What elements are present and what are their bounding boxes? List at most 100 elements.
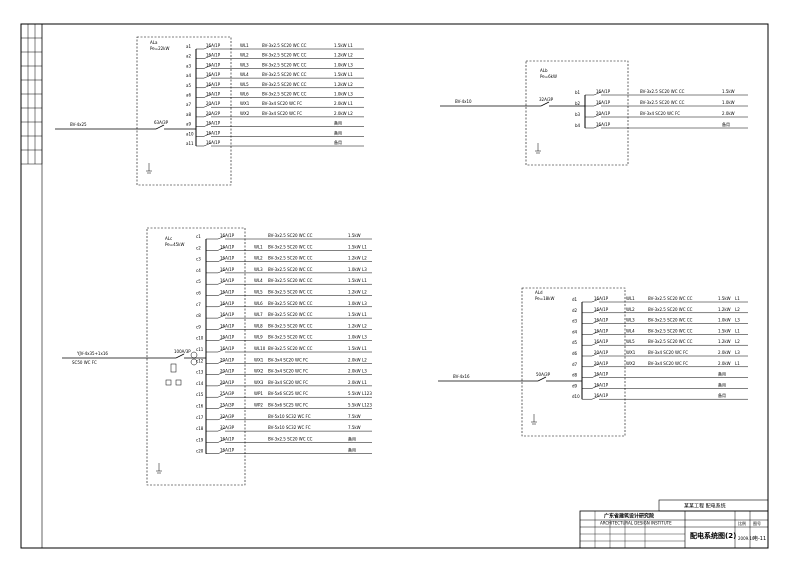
load-power: 1.0kW — [722, 100, 735, 105]
cable-spec: BV-3x2.5 SC20 WC CC — [268, 256, 313, 261]
panel-name: ALa — [150, 40, 158, 45]
cable-spec: BV-3x2.5 SC20 WC CC — [640, 89, 685, 94]
breaker-rating: 16A/1P — [220, 448, 235, 453]
breaker-rating: 16A/1P — [594, 307, 609, 312]
main-breaker-symbol — [155, 124, 165, 130]
cable-spec: BV-3x2.5 SC20 WC CC — [268, 267, 313, 272]
cable-spec: BV-3x2.5 SC20 WC CC — [268, 346, 313, 351]
load-power: 备用 — [334, 139, 342, 145]
circuit-code: WX2 — [626, 361, 636, 366]
breaker-rating: 20A/1P — [596, 111, 611, 116]
cable-spec: BV-3x4 SC20 WC FC — [268, 369, 308, 374]
phase-label: L2 — [348, 53, 353, 58]
circuit-code: WL4 — [254, 278, 263, 283]
branch-breaker-symbol — [593, 91, 602, 96]
circuit-code: WL10 — [254, 346, 266, 351]
cable-spec: BV-5x6 SC25 WC FC — [268, 403, 308, 408]
breaker-rating: 32A/3P — [220, 414, 235, 419]
branch-breaker-symbol — [203, 113, 212, 118]
circuit-number: d9 — [572, 383, 578, 388]
cable-spec: BV-3x2.5 SC20 WC CC — [262, 72, 307, 77]
incoming-cable-label-2: SC50 WC FC — [72, 360, 97, 365]
circuit-number: c13 — [196, 370, 204, 375]
load-power: 备用 — [718, 392, 726, 398]
main-breaker-rating: 100A/3P — [174, 349, 191, 354]
circuit-number: c5 — [196, 279, 201, 284]
branch-breaker-symbol — [593, 124, 602, 129]
incoming-cable-label: YJV-4x35+1x16 — [76, 351, 108, 356]
load-power: 备用 — [718, 371, 726, 377]
branch-breaker-symbol — [591, 374, 600, 378]
branch-breaker-symbol — [217, 303, 226, 308]
panel-name: ALd — [535, 290, 543, 295]
panel-rating: Pe=18kW — [535, 296, 554, 301]
load-power: 备用 — [348, 435, 356, 441]
cable-spec: BV-5x10 SC32 WC FC — [268, 414, 311, 419]
circuit-number: a10 — [186, 131, 194, 136]
branch-breaker-symbol — [217, 360, 226, 364]
phase-label: L1 — [362, 346, 367, 351]
main-breaker-symbol — [175, 353, 185, 359]
load-power: 2.0kW — [334, 111, 347, 116]
breaker-rating: 25A/3P — [220, 391, 235, 396]
load-power: 备用 — [334, 129, 342, 135]
cable-spec: BV-3x4 SC20 WC FC — [648, 361, 688, 366]
phase-label: L3 — [362, 301, 367, 306]
load-power: 5.5kW — [348, 391, 361, 396]
circuit-number: c19 — [196, 437, 204, 442]
circuit-number: c15 — [196, 392, 204, 397]
breaker-rating: 25A/3P — [220, 403, 235, 408]
cable-spec: BV-3x2.5 SC20 WC CC — [268, 323, 313, 328]
breaker-rating: 20A/1P — [594, 350, 609, 355]
load-power: 1.5kW — [348, 312, 361, 317]
branch-breaker-symbol — [217, 247, 226, 251]
branch-breaker-symbol — [217, 382, 226, 387]
load-power: 1.5kW — [334, 43, 347, 48]
branch-breaker-symbol — [217, 235, 226, 240]
breaker-rating: 16A/1P — [206, 53, 221, 58]
branch-breaker-symbol — [203, 123, 212, 127]
branch-breaker-symbol — [591, 363, 600, 368]
main-breaker-symbol — [537, 376, 547, 382]
branch-breaker-symbol — [591, 298, 600, 303]
cable-spec: BV-3x4 SC20 WC FC — [268, 380, 308, 385]
breaker-rating: 16A/1P — [220, 346, 235, 351]
breaker-rating: 20A/1P — [594, 361, 609, 366]
load-power: 备用 — [718, 381, 726, 387]
load-power: 2.0kW — [718, 361, 731, 366]
cable-spec: BV-5x10 SC32 WC FC — [268, 425, 311, 430]
branch-breaker-symbol — [217, 326, 226, 330]
cable-spec: BV-3x2.5 SC20 WC CC — [648, 307, 693, 312]
circuit-number: c20 — [196, 449, 204, 454]
circuit-number: a11 — [186, 141, 194, 146]
branch-breaker-symbol — [203, 133, 212, 137]
drawing-date: 2009.10 — [738, 536, 755, 541]
circuit-number: c2 — [196, 245, 201, 250]
circuit-code: WL7 — [254, 312, 263, 317]
cable-spec: BV-3x4 SC20 WC FC — [262, 111, 302, 116]
branch-breaker-symbol — [217, 292, 226, 296]
breaker-rating: 16A/1P — [594, 372, 609, 377]
load-power: 2.0kW — [718, 350, 731, 355]
circuit-code: WL5 — [626, 339, 635, 344]
circuit-number: d1 — [572, 297, 578, 302]
breaker-rating: 20A/1P — [220, 369, 235, 374]
circuit-code: WL9 — [254, 335, 263, 340]
branch-breaker-symbol — [203, 65, 212, 69]
breaker-rating: 16A/1P — [220, 256, 235, 261]
breaker-rating: 16A/1P — [220, 301, 235, 306]
